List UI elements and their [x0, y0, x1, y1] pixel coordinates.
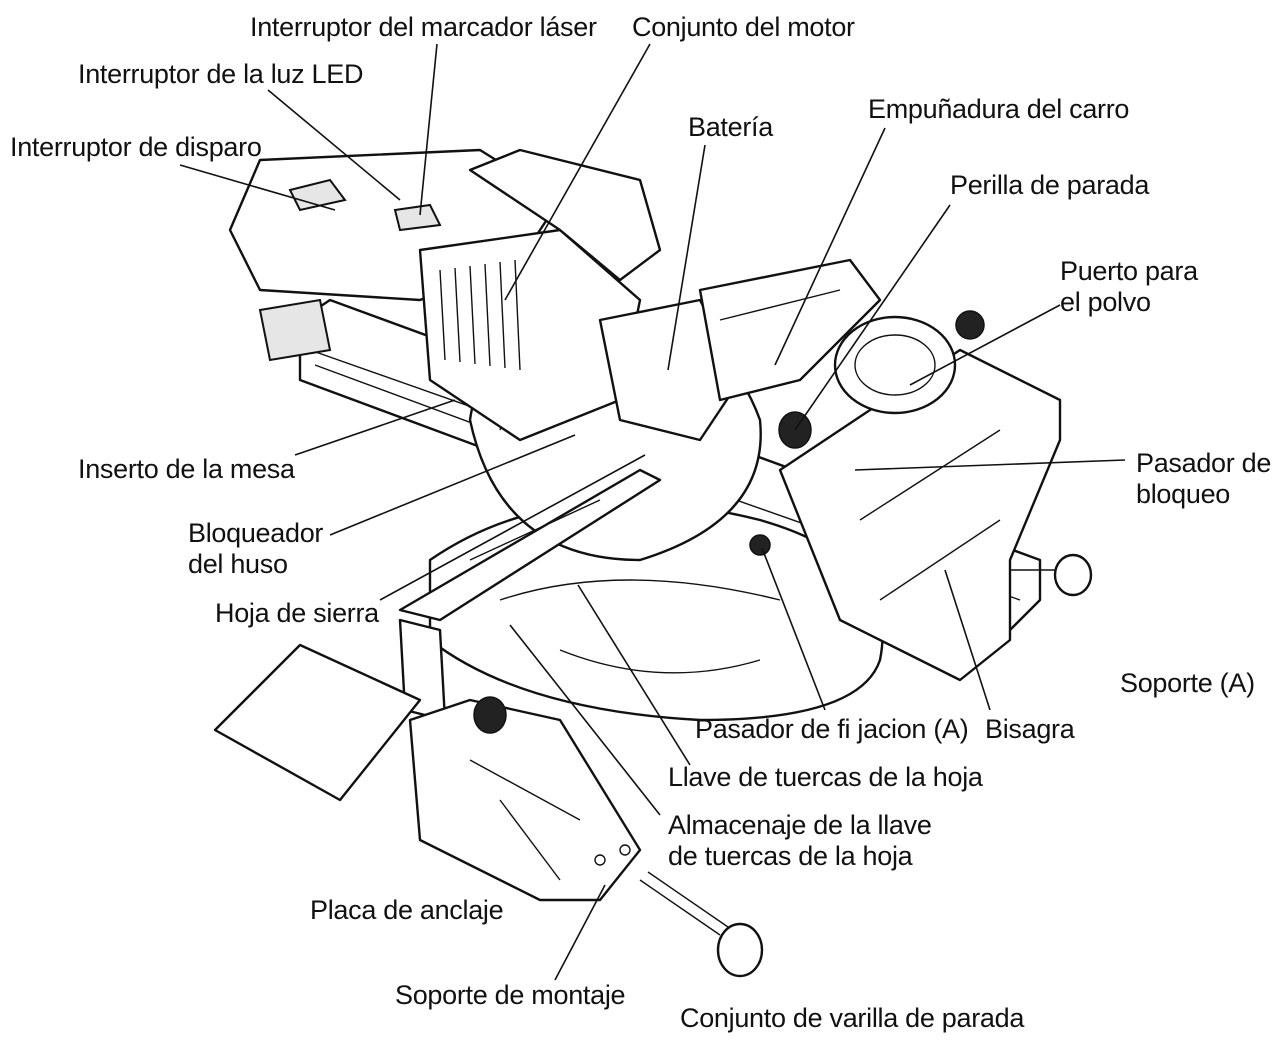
- label-spindle-lock-line2: del huso: [188, 549, 288, 579]
- label-wrench-storage: Almacenaje de la llave de tuercas de la …: [668, 810, 932, 872]
- front-support-plate: [213, 643, 422, 802]
- label-dust-port-line1: Puerto para: [1060, 256, 1198, 286]
- stop-rod-front: [639, 871, 764, 978]
- label-carriage-handle: Empuñadura del carro: [868, 94, 1130, 124]
- label-support-a: Soporte (A): [1120, 668, 1255, 698]
- label-spindle-lock-line1: Bloqueador: [188, 518, 324, 548]
- label-mounting-bracket: Soporte de montaje: [395, 980, 626, 1010]
- motor-head: [228, 148, 642, 442]
- label-stop-rod-assembly: Conjunto de varilla de parada: [680, 1003, 1025, 1033]
- label-battery: Batería: [688, 112, 773, 142]
- label-spindle-lock: Bloqueador del huso: [188, 518, 323, 580]
- stop-rod-right: [1010, 553, 1093, 597]
- dust-port-shape: [833, 315, 957, 415]
- top-housing: [468, 148, 742, 442]
- label-hinge: Bisagra: [985, 714, 1075, 744]
- carriage-handle-shape: [698, 258, 882, 402]
- label-dust-port: Puerto para el polvo: [1060, 256, 1198, 318]
- label-lock-pin-line1: Pasador de: [1136, 448, 1272, 478]
- label-motor-assembly: Conjunto del motor: [632, 12, 855, 42]
- label-trigger-switch: Interruptor de disparo: [10, 132, 262, 162]
- label-anchor-plate: Placa de anclaje: [310, 895, 504, 925]
- label-dust-port-line2: el polvo: [1060, 287, 1151, 317]
- label-lock-pin-line2: bloqueo: [1136, 479, 1230, 509]
- label-lock-pin: Pasador de bloqueo: [1136, 448, 1271, 510]
- label-fixing-pin-a: Pasador de fi jacion (A): [695, 714, 969, 744]
- label-led-switch: Interruptor de la luz LED: [78, 59, 364, 89]
- right-frame: [778, 348, 1062, 682]
- battery-pack: [258, 298, 332, 362]
- label-stop-knob: Perilla de parada: [950, 170, 1150, 200]
- label-blade-wrench: Llave de tuercas de la hoja: [668, 762, 983, 792]
- label-table-insert: Inserto de la mesa: [78, 454, 295, 484]
- label-laser-switch: Interruptor del marcador láser: [250, 12, 597, 42]
- anchor-plate-arm: [408, 698, 642, 902]
- label-saw-blade: Hoja de sierra: [215, 598, 379, 628]
- label-wrench-storage-line2: de tuercas de la hoja: [668, 841, 913, 871]
- leader-lines: [179, 43, 1126, 981]
- label-wrench-storage-line1: Almacenaje de la llave: [668, 810, 932, 840]
